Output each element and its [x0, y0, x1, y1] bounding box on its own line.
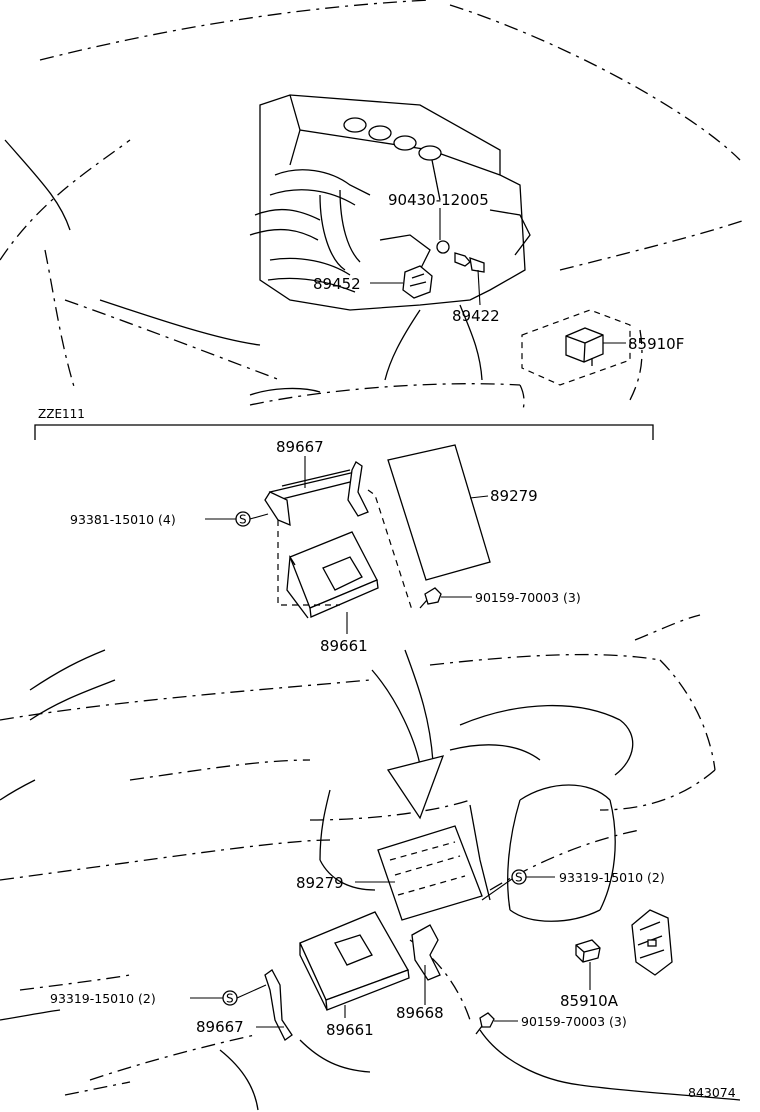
- label-89279-top: 89279: [490, 487, 538, 505]
- dashboard-outline: [0, 614, 741, 1111]
- label-90430: 90430-12005: [388, 191, 489, 209]
- label-89452: 89452: [313, 275, 361, 293]
- sensor-89422-shape: [454, 252, 485, 273]
- label-89422: 89422: [452, 307, 500, 325]
- leader-lines: [190, 208, 626, 1028]
- switch-block-shape: [631, 909, 673, 976]
- bolt-90159-top-shape: [419, 587, 442, 609]
- label-89667-top: 89667: [276, 438, 324, 456]
- svg-text:S: S: [239, 513, 247, 527]
- bracket-89668-shape: [411, 924, 441, 981]
- relay-85910A-shape: [575, 939, 601, 963]
- section-bracket: [34, 424, 654, 440]
- svg-text:S: S: [515, 871, 523, 885]
- relay-85910F-box: [521, 309, 631, 386]
- bracket-89667-bot-shape: [264, 969, 293, 1041]
- mount-frame-top-right: [367, 489, 413, 611]
- svg-text:S: S: [226, 992, 234, 1006]
- engine-block: [249, 94, 531, 396]
- label-89667-bot: 89667: [196, 1018, 244, 1036]
- sensor-89452-shape: [402, 265, 433, 299]
- engine-compartment-outline: [0, 0, 746, 413]
- screw-93319-right-shape: S: [511, 869, 527, 885]
- label-93381: 93381-15010 (4): [70, 512, 176, 527]
- ecu-89661-bot-shape: [299, 911, 410, 1011]
- bolt-90159-bot-shape: [475, 1012, 495, 1035]
- sheet-89279-top-shape: [387, 444, 491, 581]
- bracket-89667-top-shape: [264, 461, 369, 527]
- label-90159-bot: 90159-70003 (3): [521, 1014, 627, 1029]
- install-arrow: [371, 649, 445, 820]
- label-85910A: 85910A: [560, 992, 619, 1010]
- screw-93319-left-shape: S: [222, 990, 238, 1006]
- label-89661-bot: 89661: [326, 1021, 374, 1039]
- sheet-89279-bot-shape: [377, 825, 483, 921]
- label-89668: 89668: [396, 1004, 444, 1022]
- label-93319-left: 93319-15010 (2): [50, 991, 156, 1006]
- mount-frame-top: [277, 520, 340, 606]
- screw-93381-shape: S: [235, 511, 251, 527]
- label-89661-top: 89661: [320, 637, 368, 655]
- figure-number: 843074: [688, 1085, 736, 1100]
- label-89279-bot: 89279: [296, 874, 344, 892]
- label-90159-top: 90159-70003 (3): [475, 590, 581, 605]
- washer-90430-shape: [436, 240, 450, 254]
- ecu-89661-top-shape: [286, 531, 379, 619]
- label-85910F: 85910F: [628, 335, 684, 353]
- label-93319-right: 93319-15010 (2): [559, 870, 665, 885]
- section-label-zze111: ZZE111: [38, 407, 85, 421]
